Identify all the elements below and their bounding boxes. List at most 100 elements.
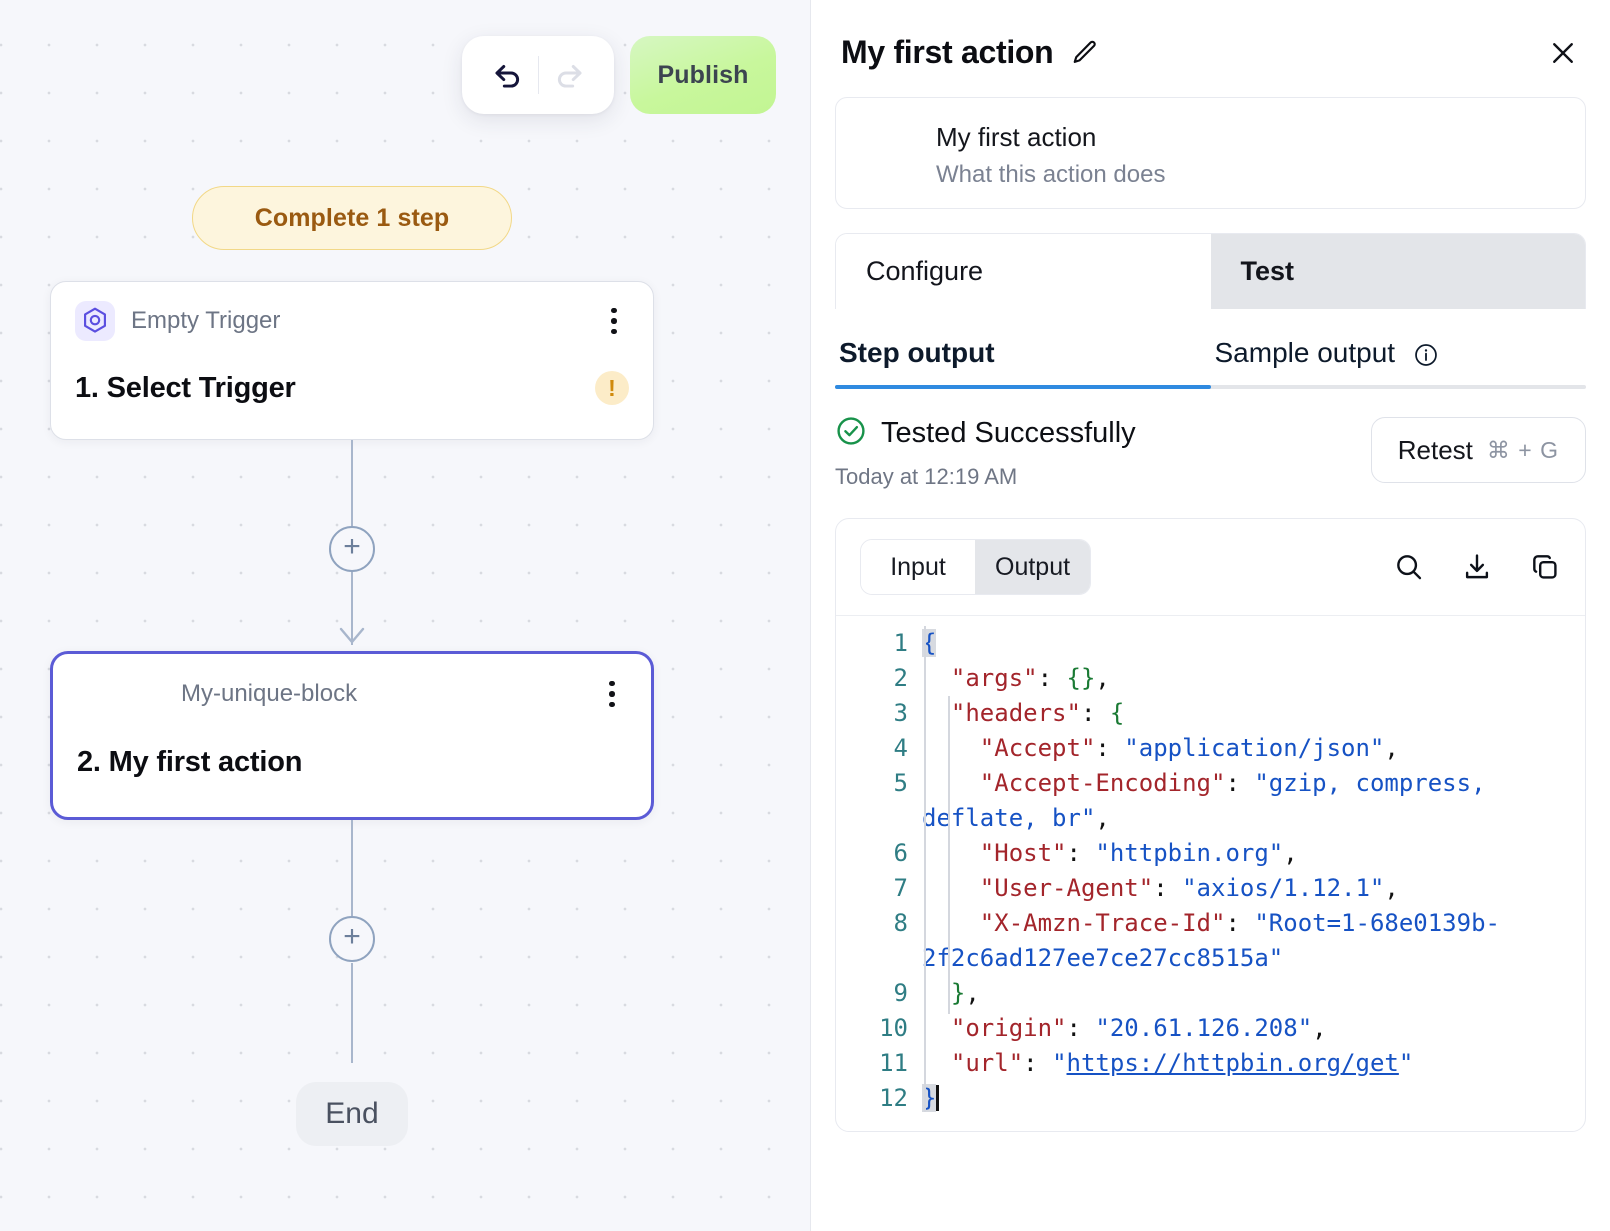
flow-node-action[interactable]: My-unique-block 2. My first action — [50, 651, 654, 820]
line-number: 7 — [893, 874, 908, 902]
code-token: : — [1066, 1014, 1096, 1042]
line-number: 11 — [879, 1049, 908, 1077]
output-subtabs: Step output Sample output — [835, 309, 1586, 389]
code-token: } — [922, 1084, 937, 1112]
close-icon[interactable] — [1546, 36, 1580, 70]
add-step-button-1[interactable]: + — [329, 526, 375, 572]
panel-tabs: Configure Test — [835, 233, 1586, 309]
action-description-card[interactable]: My first action What this action does — [835, 97, 1586, 209]
step-detail-panel: My first action My first action What thi… — [810, 0, 1610, 1231]
complete-step-pill[interactable]: Complete 1 step — [192, 186, 512, 250]
code-action-icons — [1393, 551, 1561, 583]
action-node-subtitle: My-unique-block — [181, 680, 358, 707]
subtab-underline — [835, 385, 1586, 389]
subtab-sample-output[interactable]: Sample output — [1211, 337, 1587, 369]
line-number: 3 — [893, 699, 908, 727]
subtab-step-output[interactable]: Step output — [835, 337, 1211, 369]
panel-header: My first action — [811, 0, 1610, 71]
code-token: : — [1023, 1049, 1053, 1077]
input-output-toggle: Input Output — [860, 539, 1092, 595]
code-token — [922, 664, 951, 692]
publish-button[interactable]: Publish — [630, 36, 776, 114]
test-status-line: Tested Successfully — [835, 415, 1136, 452]
code-token: "X-Amzn-Trace-Id" — [979, 909, 1226, 937]
segment-input[interactable]: Input — [861, 540, 975, 594]
code-token: : — [1225, 909, 1255, 937]
code-token: "url" — [950, 1049, 1024, 1077]
warning-glyph: ! — [608, 374, 616, 401]
code-token: : — [1153, 874, 1183, 902]
line-number: 5 — [893, 769, 908, 797]
segment-output[interactable]: Output — [975, 540, 1091, 594]
trigger-node-title-row: 1. Select Trigger ! — [51, 352, 653, 424]
tab-configure[interactable]: Configure — [836, 234, 1211, 309]
info-circle-icon[interactable] — [1413, 342, 1439, 368]
code-token: "axios/1.12.1" — [1182, 874, 1385, 902]
code-token: {} — [1066, 664, 1096, 692]
text-caret — [936, 1085, 940, 1111]
plus-icon: + — [343, 920, 361, 953]
line-number: 9 — [893, 979, 908, 1007]
line-number: 1 — [893, 629, 908, 657]
code-token: "headers" — [950, 699, 1081, 727]
download-icon[interactable] — [1461, 551, 1493, 583]
canvas-toolbar: Publish — [462, 36, 776, 114]
code-token: : — [1066, 839, 1096, 867]
code-line: { — [922, 626, 1571, 661]
output-code-card: Input Output — [835, 518, 1586, 1132]
warning-icon[interactable]: ! — [595, 371, 629, 405]
undo-arrow-icon — [494, 65, 519, 88]
code-token — [922, 839, 980, 867]
action-node-title: 2. My first action — [77, 745, 303, 778]
line-number: 6 — [893, 839, 908, 867]
code-token: , — [1384, 734, 1399, 762]
code-token: "origin" — [950, 1014, 1067, 1042]
code-token: "Accept-Encoding" — [979, 769, 1226, 797]
code-toolbar: Input Output — [836, 519, 1585, 615]
pencil-icon[interactable] — [1069, 38, 1099, 68]
flow-canvas[interactable]: Publish Complete 1 step Empty Trigger 1.… — [0, 0, 810, 1231]
code-token — [922, 734, 980, 762]
copy-icon[interactable] — [1529, 551, 1561, 583]
code-token: , — [1095, 804, 1110, 832]
action-node-header: My-unique-block — [53, 654, 651, 734]
code-line: "Accept": "application/json", — [922, 731, 1571, 766]
code-token: , — [1095, 664, 1110, 692]
indent-guide — [924, 626, 926, 1112]
subtab-row: Step output Sample output — [835, 309, 1586, 369]
code-token: "application/json" — [1124, 734, 1385, 762]
code-line: } — [922, 1081, 1571, 1116]
code-token — [922, 874, 980, 902]
code-token: : — [1037, 664, 1067, 692]
code-line: "headers": { — [922, 696, 1571, 731]
add-step-button-2[interactable]: + — [329, 916, 375, 962]
connector-line — [351, 820, 354, 916]
tab-test[interactable]: Test — [1210, 234, 1585, 309]
redo-button[interactable] — [539, 47, 599, 103]
action-node-menu-button[interactable] — [597, 677, 627, 711]
code-token: { — [922, 629, 937, 657]
code-token: , — [1283, 839, 1298, 867]
code-token: "Accept" — [979, 734, 1096, 762]
trigger-node-menu-button[interactable] — [599, 304, 629, 338]
code-token — [922, 1014, 951, 1042]
code-token — [922, 699, 951, 727]
code-content[interactable]: { "args": {}, "headers": { "Accept": "ap… — [922, 616, 1585, 1131]
code-token — [922, 769, 980, 797]
flow-node-trigger[interactable]: Empty Trigger 1. Select Trigger ! — [50, 281, 654, 440]
flow-node-end[interactable]: End — [296, 1082, 408, 1146]
redo-arrow-icon — [557, 65, 582, 88]
code-token — [922, 909, 980, 937]
indent-guide — [948, 696, 950, 1014]
code-token: "Host" — [979, 839, 1067, 867]
retest-button[interactable]: Retest ⌘ + G — [1370, 417, 1586, 483]
undo-button[interactable] — [478, 47, 538, 103]
test-status-left: Tested Successfully Today at 12:19 AM — [835, 415, 1136, 490]
connector-line — [351, 963, 354, 1063]
search-icon[interactable] — [1393, 551, 1425, 583]
code-line: "X-Amzn-Trace-Id": "Root=1-68e0139b-2f2c… — [922, 906, 1571, 976]
code-line: "Host": "httpbin.org", — [922, 836, 1571, 871]
